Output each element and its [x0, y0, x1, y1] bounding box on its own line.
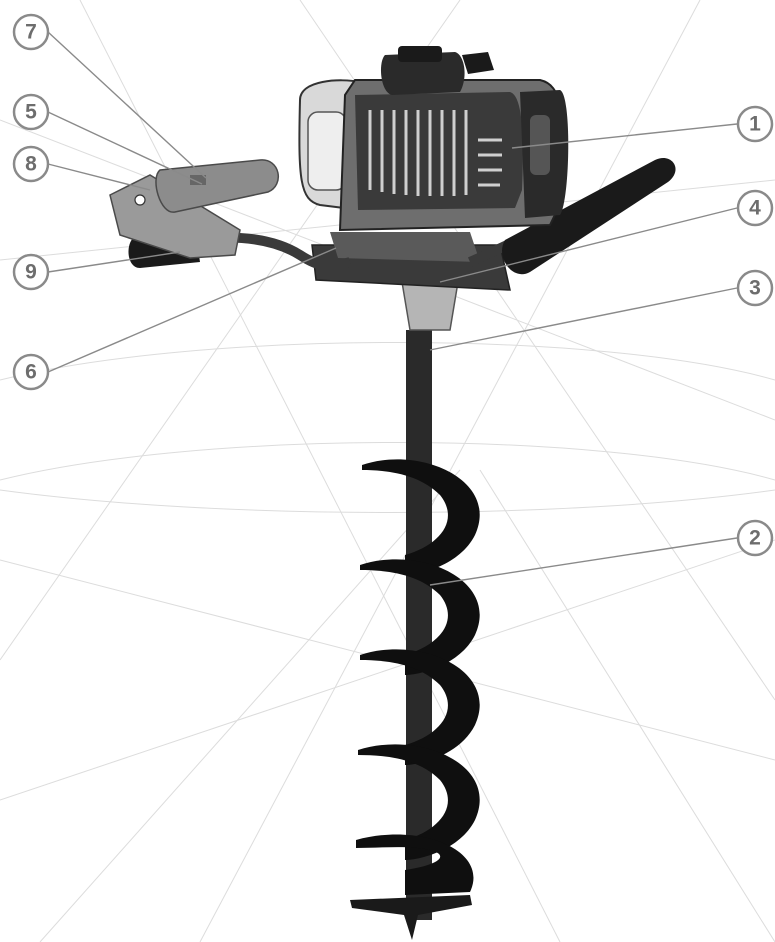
auger [350, 330, 480, 940]
gearbox [311, 232, 511, 331]
callout-8: 8 [12, 145, 50, 183]
callout-number: 3 [749, 277, 761, 300]
callout-circle [12, 93, 50, 131]
callout-number: 5 [25, 101, 37, 124]
callout-circle [12, 13, 50, 51]
cooling-fins [368, 110, 502, 196]
auger-flighting [356, 459, 480, 895]
callout-4: 4 [736, 189, 774, 227]
right-grip [502, 158, 676, 275]
callout-circle [736, 105, 774, 143]
engine [298, 46, 569, 232]
leader-4 [439, 207, 738, 283]
leader-lines [47, 31, 738, 586]
leader-3 [429, 287, 738, 351]
callout-circle [736, 269, 774, 307]
callout-number: 2 [749, 527, 761, 550]
fuel-cap [380, 52, 465, 95]
callout-9: 9 [12, 253, 50, 291]
callout-5: 5 [12, 93, 50, 131]
callout-1: 1 [736, 105, 774, 143]
callout-number: 1 [749, 113, 761, 136]
leader-1 [511, 123, 738, 149]
leader-5 [47, 111, 203, 185]
callout-2: 2 [736, 519, 774, 557]
auger-shaft [406, 330, 432, 920]
callout-circle [736, 519, 774, 557]
callout-number: 7 [25, 21, 37, 44]
cylinder-cover [355, 92, 523, 210]
callout-7: 7 [12, 13, 50, 51]
callout-number: 8 [25, 153, 37, 176]
callout-circle [12, 253, 50, 291]
leader-7 [47, 31, 207, 179]
callout-number: 6 [25, 361, 37, 384]
callout-3: 3 [736, 269, 774, 307]
leader-2 [429, 537, 738, 586]
auger-tip [350, 895, 472, 940]
leader-8 [47, 163, 151, 191]
leader-9 [47, 251, 181, 273]
callout-6: 6 [12, 353, 50, 391]
callout-circle [12, 353, 50, 391]
callout-circle [736, 189, 774, 227]
throttle-housing [109, 159, 279, 259]
callout-circle [12, 145, 50, 183]
callout-number: 9 [25, 261, 37, 284]
leader-6 [47, 247, 337, 373]
callout-number: 4 [749, 197, 761, 220]
